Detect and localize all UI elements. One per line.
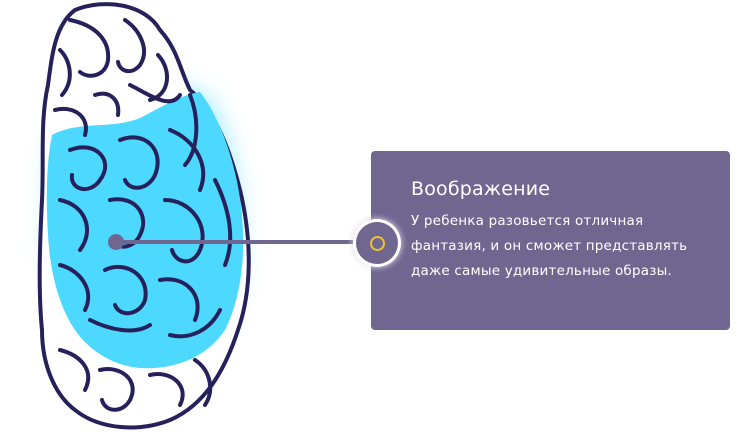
info-card: Воображение У ребенка разовьется отлична… [371,151,730,330]
brain-highlight-region [46,92,244,369]
hotspot-marker[interactable] [356,222,398,264]
brain-folds [53,18,233,412]
brain-illustration [37,2,251,430]
info-title: Воображение [411,178,551,200]
hotspot-ring-icon [369,235,385,251]
info-text: У ребенка разовьется отличная фантазия, … [411,213,688,279]
